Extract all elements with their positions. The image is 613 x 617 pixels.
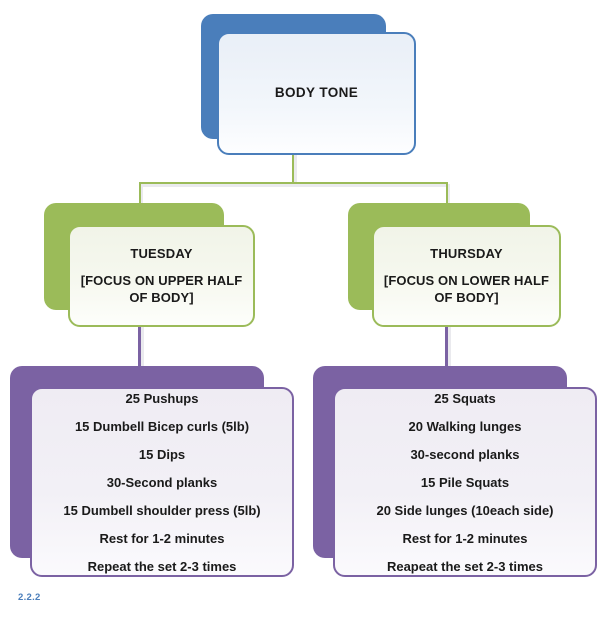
list-item: 15 Pile Squats (420, 474, 510, 490)
connector-left-purple-stem (138, 327, 141, 367)
connector-right-purple-stem (445, 327, 448, 367)
node-body-tone-card[interactable]: BODY TONE (217, 32, 416, 155)
node-thursday-card[interactable]: THURSDAY [FOCUS ON LOWER HALF OF BODY] (372, 225, 561, 327)
list-item: Reapeat the set 2-3 times (386, 558, 544, 574)
connector-right-drop (446, 182, 448, 205)
connector-shadow-right-purple (448, 327, 451, 367)
node-thursday-label: THURSDAY [FOCUS ON LOWER HALF OF BODY] (374, 245, 559, 307)
list-item: 30-Second planks (106, 474, 218, 490)
node-thursday-focus: [FOCUS ON LOWER HALF OF BODY] (383, 272, 550, 306)
list-item: 15 Dumbell shoulder press (5lb) (63, 502, 261, 518)
connector-shadow-right-drop (447, 184, 450, 206)
connector-root-stem (292, 155, 294, 183)
node-tuesday-exercises[interactable]: 25 Pushups 15 Dumbell Bicep curls (5lb) … (10, 366, 295, 578)
node-tuesday-exercises-card[interactable]: 25 Pushups 15 Dumbell Bicep curls (5lb) … (30, 387, 294, 577)
node-tuesday-day: TUESDAY (130, 246, 193, 262)
node-body-tone-label: BODY TONE (219, 84, 414, 102)
connector-left-drop (139, 182, 141, 205)
node-body-tone-title: BODY TONE (274, 85, 359, 101)
connector-shadow-horizontal (140, 184, 448, 187)
node-tuesday-card[interactable]: TUESDAY [FOCUS ON UPPER HALF OF BODY] (68, 225, 255, 327)
list-item: 20 Walking lunges (408, 418, 522, 434)
list-item: 25 Squats (434, 390, 496, 406)
list-item: 15 Dips (138, 446, 186, 462)
node-thursday-exercises-card[interactable]: 25 Squats 20 Walking lunges 30-second pl… (333, 387, 597, 577)
node-tuesday-label: TUESDAY [FOCUS ON UPPER HALF OF BODY] (70, 245, 253, 307)
list-item: 30-second planks (410, 446, 520, 462)
list-item: 25 Pushups (125, 390, 199, 406)
list-item: Rest for 1-2 minutes (402, 530, 528, 546)
list-item: 15 Dumbell Bicep curls (5lb) (74, 418, 250, 434)
node-tuesday[interactable]: TUESDAY [FOCUS ON UPPER HALF OF BODY] (44, 203, 256, 329)
connector-shadow-root-stem (294, 155, 297, 183)
thursday-exercise-list: 25 Squats 20 Walking lunges 30-second pl… (335, 384, 595, 580)
node-body-tone[interactable]: BODY TONE (201, 14, 417, 157)
list-item: Rest for 1-2 minutes (99, 530, 225, 546)
node-thursday-day: THURSDAY (430, 246, 503, 262)
connector-horizontal-bus (139, 182, 447, 184)
node-tuesday-focus: [FOCUS ON UPPER HALF OF BODY] (80, 272, 243, 306)
figure-label: 2.2.2 (18, 592, 41, 603)
list-item: Repeat the set 2-3 times (87, 558, 237, 574)
connector-shadow-left-drop (140, 184, 143, 206)
connector-shadow-left-purple (141, 327, 144, 367)
node-thursday-exercises[interactable]: 25 Squats 20 Walking lunges 30-second pl… (313, 366, 598, 578)
node-thursday[interactable]: THURSDAY [FOCUS ON LOWER HALF OF BODY] (348, 203, 562, 329)
tuesday-exercise-list: 25 Pushups 15 Dumbell Bicep curls (5lb) … (32, 384, 292, 580)
list-item: 20 Side lunges (10each side) (376, 502, 554, 518)
